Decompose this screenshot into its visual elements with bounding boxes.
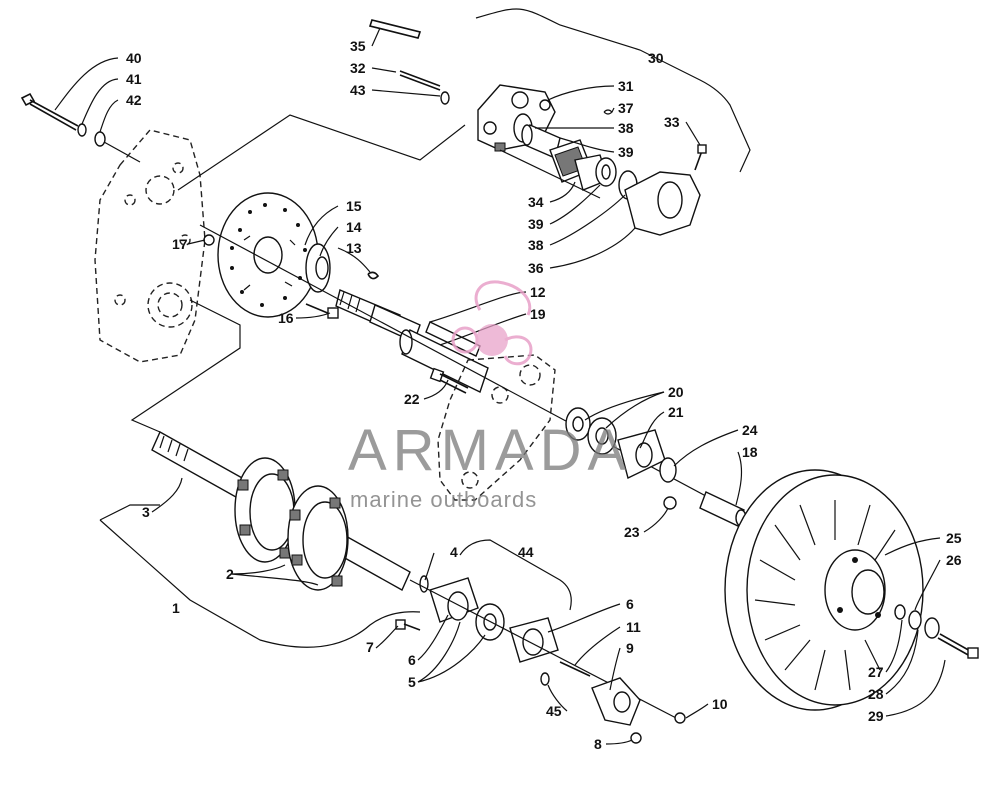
bearing-plate [437, 354, 556, 501]
chaincase-housing [94, 129, 206, 363]
callout-15: 15 [346, 198, 362, 214]
callout-1: 1 [172, 600, 180, 616]
callout-35: 35 [350, 38, 366, 54]
seal-4 [419, 575, 429, 593]
callout-34: 34 [528, 194, 544, 210]
callout-33: 33 [664, 114, 680, 130]
clip-13 [367, 271, 380, 280]
callout-16: 16 [278, 310, 294, 326]
bleeder-33 [694, 144, 707, 171]
callout-labels: 40 41 42 17 15 14 13 16 12 19 22 20 21 2… [126, 38, 962, 752]
callout-29: 29 [868, 708, 884, 724]
sprocket-right [287, 485, 349, 591]
callout-45: 45 [546, 703, 562, 719]
piston-39b [595, 157, 617, 187]
callout-38b: 38 [528, 237, 544, 253]
callout-22: 22 [404, 391, 420, 407]
washer-43 [94, 131, 106, 147]
washer-28b [924, 617, 940, 639]
nut-17 [203, 234, 215, 246]
callout-20: 20 [668, 384, 684, 400]
bolt-32 [399, 70, 441, 91]
clip-37 [603, 109, 613, 115]
callout-41: 40 [126, 50, 142, 66]
callout-39a: 39 [618, 144, 634, 160]
callout-25: 25 [946, 530, 962, 546]
callout-19: 19 [530, 306, 546, 322]
bearing-flange-left [429, 577, 479, 623]
callout-30: 30 [648, 50, 664, 66]
driven-clutch [724, 469, 924, 711]
callout-2: 2 [226, 566, 234, 582]
callout-31: 31 [618, 78, 634, 94]
callout-37: 37 [618, 100, 634, 116]
callout-27: 27 [868, 664, 884, 680]
bearing-flange-right [509, 617, 559, 663]
nut-8 [630, 732, 642, 744]
callout-40: 43 [350, 82, 366, 98]
leader-lines [54, 27, 946, 745]
callout-44: 44 [518, 544, 534, 560]
pin-35 [368, 19, 422, 39]
washer-27 [894, 604, 906, 620]
callout-10: 10 [712, 696, 728, 712]
callout-4: 4 [450, 544, 458, 560]
bolt-29 [937, 633, 979, 659]
washer-28 [908, 610, 922, 630]
callout-9: 9 [626, 640, 634, 656]
callout-7: 7 [366, 639, 374, 655]
callout-39b: 39 [528, 216, 544, 232]
stud-11 [559, 661, 591, 677]
bearing-20b [587, 417, 617, 455]
callout-24: 24 [742, 422, 758, 438]
callout-38a: 38 [618, 120, 634, 136]
bearing-20a [565, 407, 591, 441]
bolt-41 [20, 92, 79, 131]
watermark-brand: ARMADA [348, 418, 632, 483]
callout-21: 21 [668, 404, 684, 420]
callout-5: 5 [408, 674, 416, 690]
callout-14: 14 [346, 219, 362, 235]
callout-28: 28 [868, 686, 884, 702]
disc-hub [305, 243, 331, 293]
bolt-22 [429, 367, 469, 394]
nut-23 [663, 496, 677, 510]
washer-40 [440, 91, 450, 105]
watermark-logo [451, 280, 533, 366]
sprocket-left [234, 457, 296, 563]
zerk-10 [674, 712, 686, 724]
callout-12: 12 [530, 284, 546, 300]
spacer-18 [699, 491, 747, 527]
washer-24 [659, 457, 677, 483]
callout-42: 41 [126, 71, 142, 87]
callout-17: 17 [172, 236, 188, 252]
bolt-16 [305, 303, 339, 319]
cap-9 [591, 677, 641, 726]
callout-26: 26 [946, 552, 962, 568]
flange-21 [617, 429, 666, 480]
callout-3: 3 [142, 504, 150, 520]
bolt-7 [395, 619, 421, 631]
callout-13: 13 [346, 240, 362, 256]
brake-disc [217, 192, 319, 318]
callout-23: 23 [624, 524, 640, 540]
callout-32: 32 [350, 60, 366, 76]
washer-42 [77, 123, 87, 137]
callout-8: 8 [594, 736, 602, 752]
callout-18: 18 [742, 444, 758, 460]
callout-6b: 6 [626, 596, 634, 612]
callout-36: 36 [528, 260, 544, 276]
callout-6a: 6 [408, 652, 416, 668]
watermark-tagline: marine outboards [350, 487, 537, 512]
washer-45 [540, 672, 550, 686]
callout-43: 42 [126, 92, 142, 108]
callout-11: 11 [626, 619, 641, 635]
caliper-half-36 [624, 171, 701, 236]
